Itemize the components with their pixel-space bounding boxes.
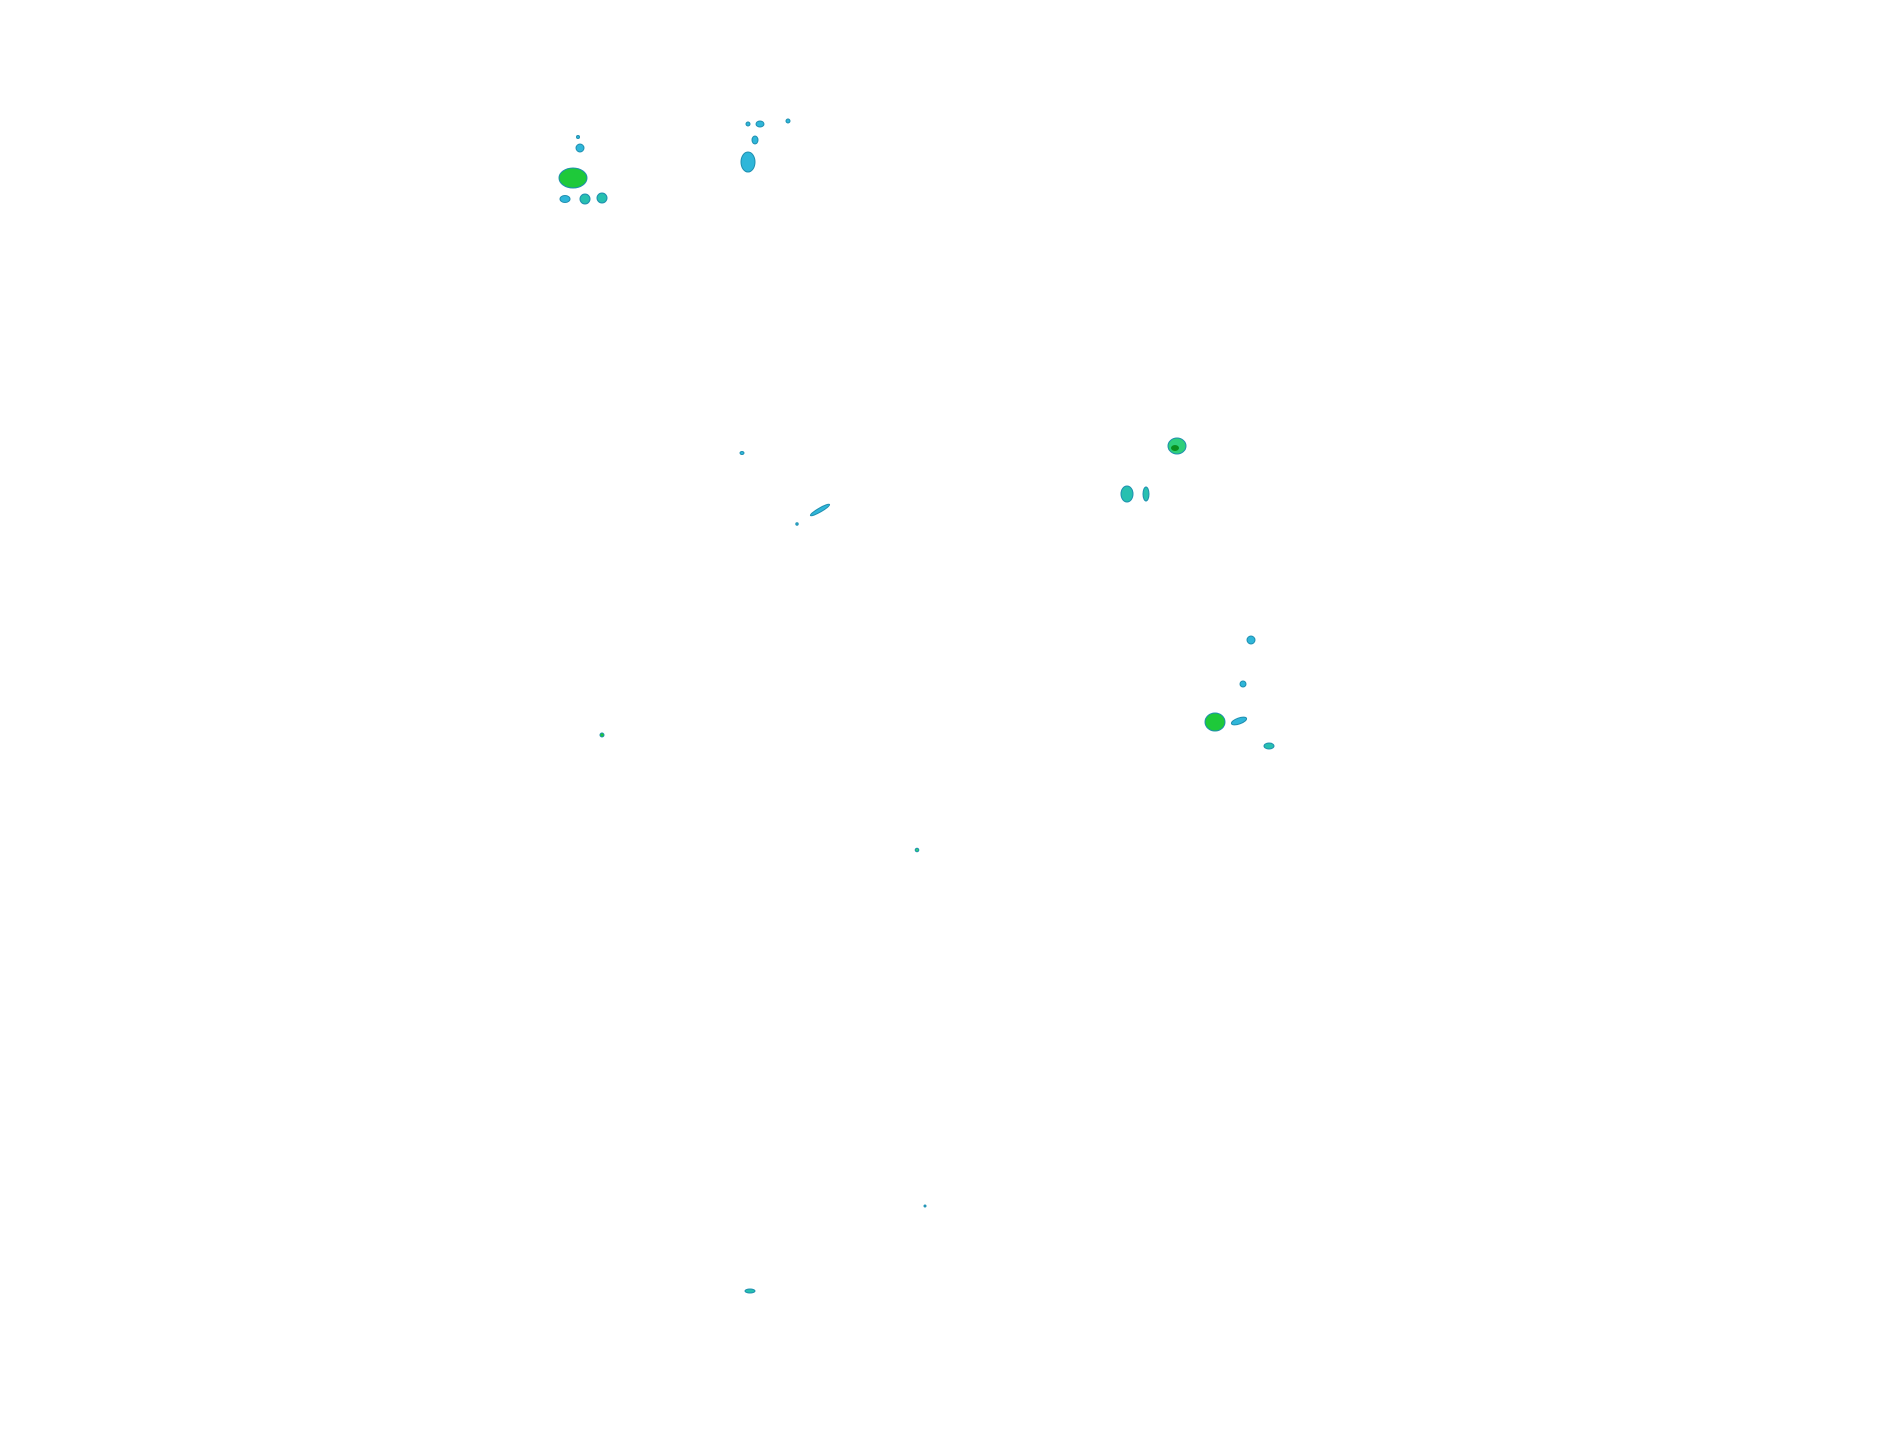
echo-cell-n-d [745,121,751,127]
echo-peak [1173,446,1177,450]
echo-body [1120,485,1134,503]
echo-cell-se-c [1230,716,1248,726]
echo-body [751,135,759,145]
echo-body [579,193,591,205]
echo-body [596,192,608,204]
echo-cell-nw-small-c [579,193,591,205]
echo-cell-se-a [1246,635,1256,645]
echo-cell-center-dot-b [795,522,799,526]
echo-cell-nw-small-e [576,135,580,139]
echo-cell-se-b [1239,680,1247,688]
echo-body [575,143,585,153]
echo-cell-nw-main [558,167,588,189]
echo-core [563,172,577,182]
echo-cell-e-small-a [1120,485,1134,503]
echo-cell-n-e [785,118,791,124]
echo-body [599,732,605,738]
echo-body [914,847,920,853]
echo-body [923,1204,927,1208]
echo-body [745,121,751,127]
echo-body [576,135,580,139]
echo-body [1230,716,1248,726]
echo-cell-c-pixel [914,847,920,853]
echo-body [744,1288,756,1294]
echo-cell-n-b [751,135,759,145]
echo-cell-e-small-b [1142,486,1150,502]
echo-cell-e-main [1167,437,1187,455]
echo-cell-center-streak [809,503,831,517]
echo-cell-se-d [1263,742,1275,750]
echo-cell-s-streak [744,1288,756,1294]
echo-body [1263,742,1275,750]
echo-core [1208,717,1218,725]
echo-cell-se-main [1204,712,1226,732]
echo-cell-center-dot [739,451,745,455]
echo-cell-nw-small-a [575,143,585,153]
echo-cell-nw-small-d [596,192,608,204]
echo-cell-nw-small-b [559,195,571,203]
echo-cell-n-a [740,151,756,173]
echo-body [785,118,791,124]
echo-cell-n-c [755,120,765,128]
echo-body [739,451,745,455]
echo-body [1239,680,1247,688]
echo-body [809,503,831,517]
echo-body [795,522,799,526]
echo-body [755,120,765,128]
echo-cell-s-pixel [923,1204,927,1208]
echo-cell-w-pixel [599,732,605,738]
echo-body [1142,486,1150,502]
echo-body [740,151,756,173]
echo-body [1246,635,1256,645]
echo-body [559,195,571,203]
